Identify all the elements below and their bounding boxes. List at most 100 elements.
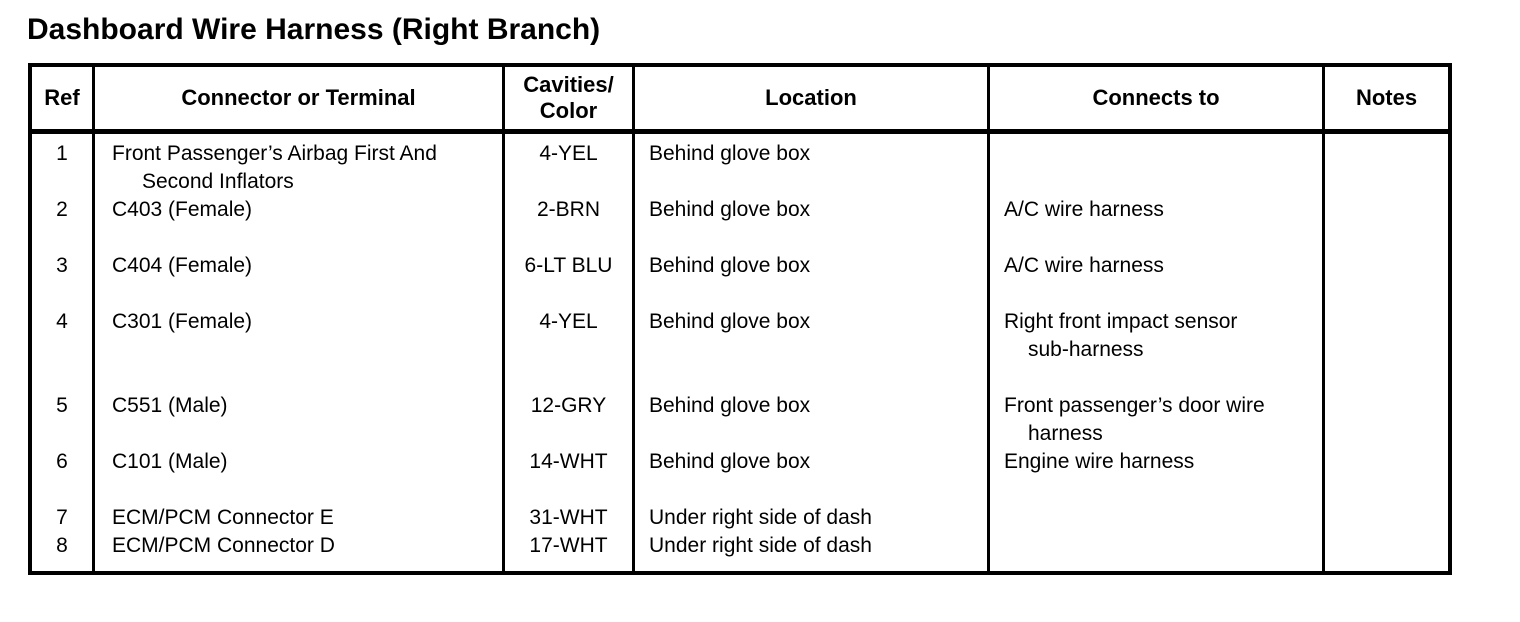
cell-connects-to-row4-line2: sub-harness	[1028, 338, 1144, 361]
cell-notes-row4-line2	[1325, 336, 1448, 364]
cell-connects-to-row1-line2	[990, 168, 1322, 196]
cell-cavities-row1-line2	[505, 168, 632, 196]
cell-cavities-row4-line2	[505, 336, 632, 364]
cell-notes-row3-line1	[1325, 252, 1448, 280]
cell-cavities-row4-line3	[505, 364, 632, 392]
cell-cavities-row5-line1: 12-GRY	[530, 394, 607, 417]
cell-connects-to-row7-line1	[990, 504, 1322, 532]
cell-ref-row3-line2	[32, 280, 92, 308]
column-header-notes: Notes	[1355, 85, 1418, 110]
column-header-connector: Connector or Terminal	[95, 67, 505, 129]
column-cavities: 4-YEL 2-BRN 6-LT BLU 4-YEL 12-GRY 14-WHT 31-WH…	[505, 134, 635, 571]
cell-connector-row1-line1: Front Passenger’s Airbag First And	[112, 142, 437, 165]
cell-cavities-row3-line1: 6-LT BLU	[524, 254, 613, 277]
cell-ref-row7-line1: 7	[56, 506, 68, 529]
cell-notes-row5-line1	[1325, 392, 1448, 420]
cell-connector-row6-line1: C101 (Male)	[112, 450, 228, 473]
cell-notes-row1-line1	[1325, 140, 1448, 168]
cell-notes-row4-line1	[1325, 308, 1448, 336]
cell-connects-to-row1-line1	[990, 140, 1322, 168]
page-title: Dashboard Wire Harness (Right Branch)	[27, 13, 601, 46]
cell-connector-row2-line2	[95, 224, 502, 252]
cell-ref-row8-line1: 8	[56, 534, 68, 557]
cell-ref-row5-line2	[32, 420, 92, 448]
cell-ref-row1-line1: 1	[56, 142, 68, 165]
cell-cavities-row7-line1: 31-WHT	[529, 506, 608, 529]
cell-notes-row4-line3	[1325, 364, 1448, 392]
cell-connects-to-row4-line1: Right front impact sensor	[1004, 310, 1238, 333]
cell-location-row4-line2	[635, 336, 987, 364]
cell-notes-row2-line1	[1325, 196, 1448, 224]
cell-connects-to-row8-line1	[990, 532, 1322, 560]
column-header-cavities: Cavities/ Color	[505, 67, 635, 129]
cell-notes-row2-line2	[1325, 224, 1448, 252]
cell-location-row4-line1: Behind glove box	[649, 310, 811, 333]
cell-connects-to-row5-line1: Front passenger’s door wire	[1004, 394, 1265, 417]
cell-connector-row4-line2	[95, 336, 502, 364]
cell-location-row5-line2	[635, 420, 987, 448]
cell-location-row7-line1: Under right side of dash	[649, 506, 872, 529]
cell-ref-row4-line3	[32, 364, 92, 392]
cell-location-row1-line2	[635, 168, 987, 196]
cell-connector-row7-line1: ECM/PCM Connector E	[112, 506, 334, 529]
cell-connector-row4-line3	[95, 364, 502, 392]
wire-harness-table: Ref Connector or Terminal Cavities/ Colo…	[28, 63, 1452, 575]
cell-ref-row4-line1: 4	[56, 310, 68, 333]
table-header-row: Ref Connector or Terminal Cavities/ Colo…	[32, 67, 1448, 134]
cell-cavities-row6-line2	[505, 476, 632, 504]
cell-cavities-row8-line1: 17-WHT	[529, 534, 608, 557]
cell-ref-row4-line2	[32, 336, 92, 364]
cell-connects-to-row6-line2	[990, 476, 1322, 504]
cell-connector-row8-line1: ECM/PCM Connector D	[112, 534, 335, 557]
cell-notes-row8-line1	[1325, 532, 1448, 560]
cell-ref-row2-line1: 2	[56, 198, 68, 221]
cell-ref-row3-line1: 3	[56, 254, 68, 277]
cell-connector-row6-line2	[95, 476, 502, 504]
table-body: 1 2 3 4 5 6 7 8 Front Passenger’s Airbag First …	[32, 134, 1448, 571]
column-header-location: Location	[635, 67, 990, 129]
cell-ref-row6-line1: 6	[56, 450, 68, 473]
cell-notes-row1-line2	[1325, 168, 1448, 196]
cell-connector-row5-line1: C551 (Male)	[112, 394, 228, 417]
cell-notes-row5-line2	[1325, 420, 1448, 448]
cell-location-row6-line1: Behind glove box	[649, 450, 811, 473]
cell-notes-row6-line2	[1325, 476, 1448, 504]
cell-cavities-row2-line2	[505, 224, 632, 252]
column-ref: 1 2 3 4 5 6 7 8	[32, 134, 95, 571]
cell-connector-row3-line2	[95, 280, 502, 308]
cell-connector-row4-line1: C301 (Female)	[112, 310, 253, 333]
cell-location-row8-line1: Under right side of dash	[649, 534, 872, 557]
cell-connects-to-row2-line1: A/C wire harness	[1004, 198, 1164, 221]
cell-cavities-row1-line1: 4-YEL	[539, 142, 598, 165]
cell-connects-to-row6-line1: Engine wire harness	[1004, 450, 1195, 473]
cell-cavities-row3-line2	[505, 280, 632, 308]
cell-connector-row2-line1: C403 (Female)	[112, 198, 253, 221]
cell-connects-to-row2-line2	[990, 224, 1322, 252]
column-header-connects-to: Connects to	[990, 67, 1325, 129]
cell-cavities-row4-line1: 4-YEL	[539, 310, 598, 333]
cell-location-row4-line3	[635, 364, 987, 392]
cell-notes-row3-line2	[1325, 280, 1448, 308]
cell-connects-to-row3-line1: A/C wire harness	[1004, 254, 1164, 277]
cell-location-row6-line2	[635, 476, 987, 504]
cell-ref-row5-line1: 5	[56, 394, 68, 417]
cell-notes-row7-line1	[1325, 504, 1448, 532]
cell-location-row2-line1: Behind glove box	[649, 198, 811, 221]
cell-location-row3-line1: Behind glove box	[649, 254, 811, 277]
cell-ref-row2-line2	[32, 224, 92, 252]
cell-cavities-row2-line1: 2-BRN	[536, 198, 600, 221]
cell-notes-row6-line1	[1325, 448, 1448, 476]
cell-cavities-row6-line1: 14-WHT	[529, 450, 608, 473]
cell-ref-row6-line2	[32, 476, 92, 504]
cell-connects-to-row5-line2: harness	[1028, 422, 1103, 445]
cell-connector-row5-line2	[95, 420, 502, 448]
cell-location-row5-line1: Behind glove box	[649, 394, 811, 417]
cell-ref-row1-line2	[32, 168, 92, 196]
cell-connector-row3-line1: C404 (Female)	[112, 254, 253, 277]
column-header-ref: Ref	[32, 67, 95, 129]
cell-location-row3-line2	[635, 280, 987, 308]
